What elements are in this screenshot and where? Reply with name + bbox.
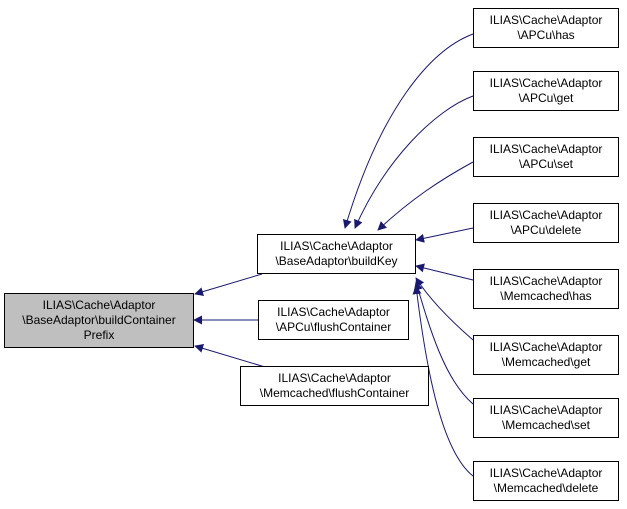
node-memcached-has[interactable]: ILIAS\Cache\Adaptor \Memcached\has [473, 269, 619, 309]
node-memcached-get[interactable]: ILIAS\Cache\Adaptor \Memcached\get [473, 335, 619, 375]
node-label-line: \Memcached\has [500, 289, 592, 303]
node-apcu-set[interactable]: ILIAS\Cache\Adaptor \APCu\set [473, 137, 619, 177]
node-label-line: ILIAS\Cache\Adaptor [489, 208, 603, 222]
node-label-line: \APCu\get [518, 91, 574, 105]
node-label-line: ILIAS\Cache\Adaptor [42, 298, 156, 312]
node-label-line: ILIAS\Cache\Adaptor [489, 403, 603, 417]
edge-buildkey-to-root [194, 273, 263, 296]
node-label-line: \BaseAdaptor\buildKey [275, 254, 398, 268]
node-label-line: ILIAS\Cache\Adaptor [278, 371, 391, 385]
node-label-line: ILIAS\Cache\Adaptor [277, 305, 390, 319]
node-label-line: \BaseAdaptor\buildContainer [22, 313, 176, 327]
node-build-container-prefix: ILIAS\Cache\Adaptor \BaseAdaptor\buildCo… [4, 293, 194, 348]
node-label-line: \APCu\has [517, 28, 575, 42]
node-memcached-delete[interactable]: ILIAS\Cache\Adaptor \Memcached\delete [473, 461, 619, 501]
node-label-line: \APCu\delete [510, 223, 582, 237]
node-label-line: \APCu\set [518, 157, 574, 171]
node-apcu-flushcontainer[interactable]: ILIAS\Cache\Adaptor \APCu\flushContainer [258, 300, 409, 340]
node-apcu-delete[interactable]: ILIAS\Cache\Adaptor \APCu\delete [473, 203, 619, 243]
node-label-line: \Memcached\delete [493, 481, 599, 495]
node-label-line: \Memcached\get [501, 355, 591, 369]
edge-apcu-get-to-buildkey [354, 95, 474, 229]
node-apcu-get[interactable]: ILIAS\Cache\Adaptor \APCu\get [473, 71, 619, 111]
edge-apcu-has-to-buildkey [342, 33, 474, 229]
edge-mem-has-to-buildkey [415, 263, 474, 281]
node-label-line: \Memcached\flushContainer [259, 386, 410, 400]
node-apcu-has[interactable]: ILIAS\Cache\Adaptor \APCu\has [473, 8, 619, 48]
node-label-line: ILIAS\Cache\Adaptor [489, 13, 603, 27]
edge-mem-set-to-buildkey [413, 281, 474, 405]
node-label-line: \Memcached\set [501, 418, 591, 432]
edge-apcu-set-to-buildkey [377, 161, 474, 231]
node-label-line: ILIAS\Cache\Adaptor [489, 466, 603, 480]
node-label-line: Prefix [83, 328, 115, 342]
node-memcached-set[interactable]: ILIAS\Cache\Adaptor \Memcached\set [473, 398, 619, 438]
node-memcached-flushcontainer[interactable]: ILIAS\Cache\Adaptor \Memcached\flushCont… [240, 366, 429, 406]
node-label-line: ILIAS\Cache\Adaptor [489, 340, 603, 354]
edge-mem-delete-to-buildkey [412, 285, 474, 477]
edge-apcu-delete-to-buildkey [415, 227, 474, 243]
node-label-line: ILIAS\Cache\Adaptor [489, 142, 603, 156]
node-label-line: \APCu\flushContainer [275, 320, 392, 334]
edge-mem-flush-to-root [194, 344, 266, 368]
node-label-line: ILIAS\Cache\Adaptor [280, 239, 393, 253]
node-label-line: ILIAS\Cache\Adaptor [489, 76, 603, 90]
node-label-line: ILIAS\Cache\Adaptor [489, 274, 603, 288]
node-baseadaptor-buildkey[interactable]: ILIAS\Cache\Adaptor \BaseAdaptor\buildKe… [257, 234, 416, 274]
